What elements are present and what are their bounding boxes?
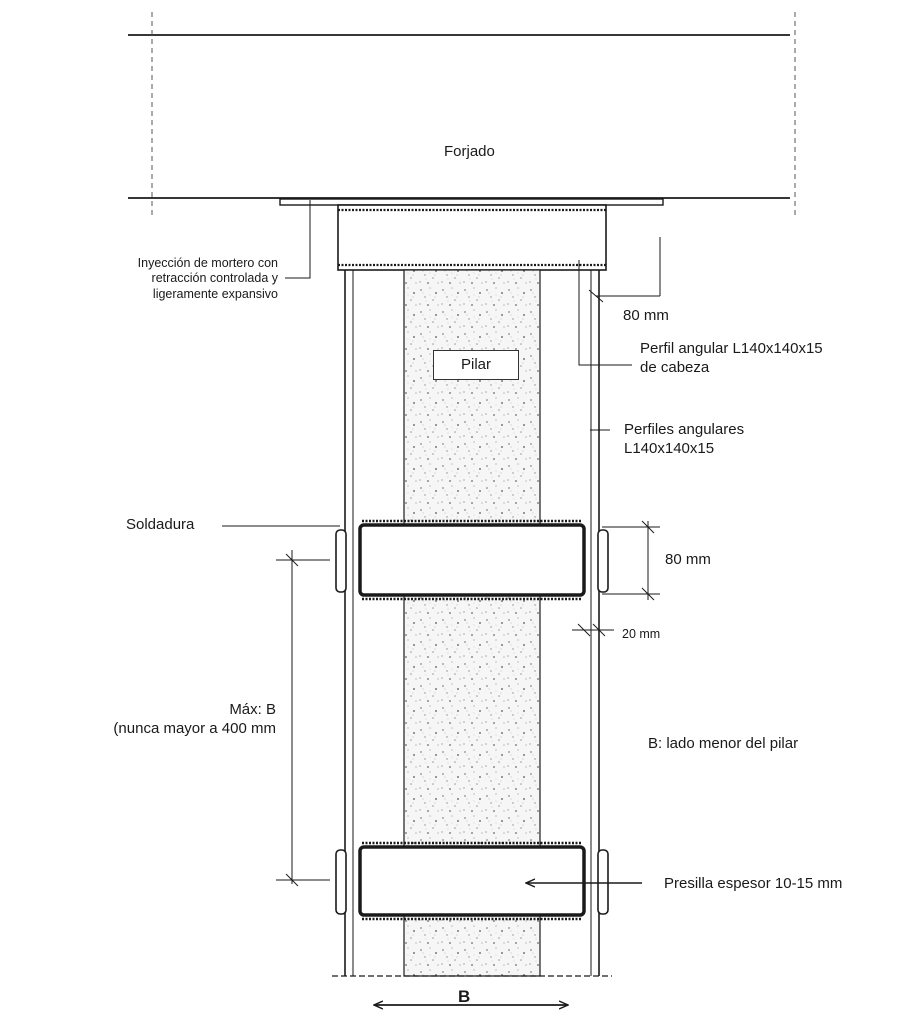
b-definition-label: B: lado menor del pilar bbox=[648, 735, 799, 752]
perfil-cabeza-line-2: de cabeza bbox=[640, 358, 710, 376]
dim-80-top-label: 80 mm bbox=[623, 307, 669, 324]
head-plate bbox=[279, 198, 664, 206]
max-b-line-1: Máx: B bbox=[229, 701, 276, 718]
perfiles-angulares-line-2: L140x140x15 bbox=[624, 439, 715, 457]
inyeccion-line-3: ligeramente expansivo bbox=[152, 286, 278, 301]
leader-inyeccion bbox=[285, 200, 311, 279]
dim-max-b bbox=[276, 550, 330, 887]
max-b-line-2: (nunca mayor a 400 mm bbox=[113, 719, 276, 737]
inyeccion-label: Inyección de mortero con retracción cont… bbox=[138, 256, 278, 302]
dim-20-label: 20 mm bbox=[622, 627, 661, 641]
perfil-cabeza-label: Perfil angular L140x140x15 de cabeza bbox=[640, 340, 823, 378]
dim-20 bbox=[572, 623, 614, 637]
leader-perfil-cabeza bbox=[578, 260, 632, 366]
presilla-label: Presilla espesor 10-15 mm bbox=[664, 875, 843, 892]
presilla-upper bbox=[335, 519, 609, 601]
max-b-label: Máx: B (nunca mayor a 400 mm bbox=[113, 701, 276, 739]
pilar-label: Pilar bbox=[433, 350, 519, 380]
inyeccion-line-2: retracción controlada y bbox=[151, 271, 278, 286]
soldadura-label: Soldadura bbox=[126, 516, 195, 533]
inyeccion-line-1: Inyección de mortero con bbox=[137, 256, 278, 270]
dim-80-presilla-label: 80 mm bbox=[665, 551, 711, 568]
presilla-lower bbox=[335, 841, 609, 921]
head-angle-zone bbox=[337, 204, 607, 271]
dim-80-presilla bbox=[602, 520, 660, 601]
dim-80-top bbox=[588, 237, 661, 303]
perfil-cabeza-line-1: Perfil angular L140x140x15 bbox=[640, 340, 823, 357]
perfiles-angulares-label: Perfiles angulares L140x140x15 bbox=[624, 421, 744, 459]
perfiles-angulares-line-1: Perfiles angulares bbox=[624, 421, 745, 438]
forjado-slab bbox=[128, 12, 796, 218]
forjado-label: Forjado bbox=[444, 143, 495, 160]
b-axis-label: B bbox=[458, 987, 471, 1006]
